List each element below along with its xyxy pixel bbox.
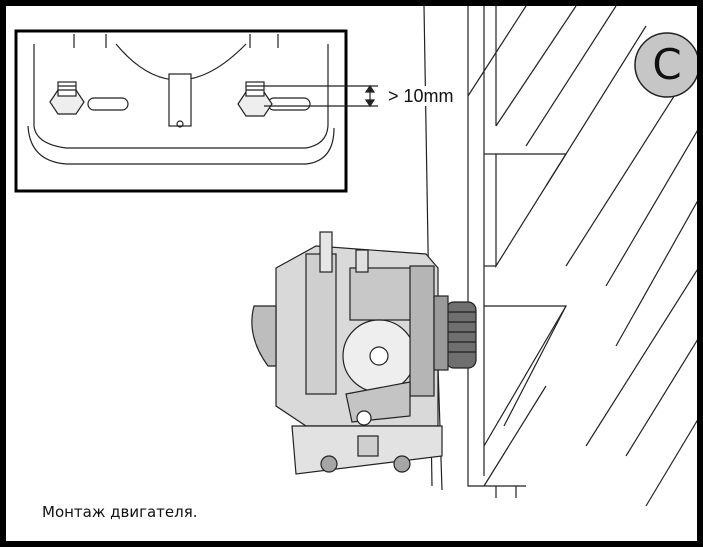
inset-detail xyxy=(14,29,348,193)
step-badge-letter: C xyxy=(652,40,682,89)
caption: Монтаж двигателя. xyxy=(42,503,198,521)
hex-nut-icon xyxy=(49,81,85,115)
diagram-illustration xyxy=(14,6,697,507)
dimension-label: > 10mm xyxy=(386,86,456,106)
hex-nut-icon xyxy=(237,81,273,117)
gear-icon xyxy=(433,295,477,371)
gate-structure xyxy=(467,6,697,507)
step-badge xyxy=(634,32,697,98)
motor-unit xyxy=(251,231,443,475)
dimension-arrow-icon xyxy=(264,84,378,108)
